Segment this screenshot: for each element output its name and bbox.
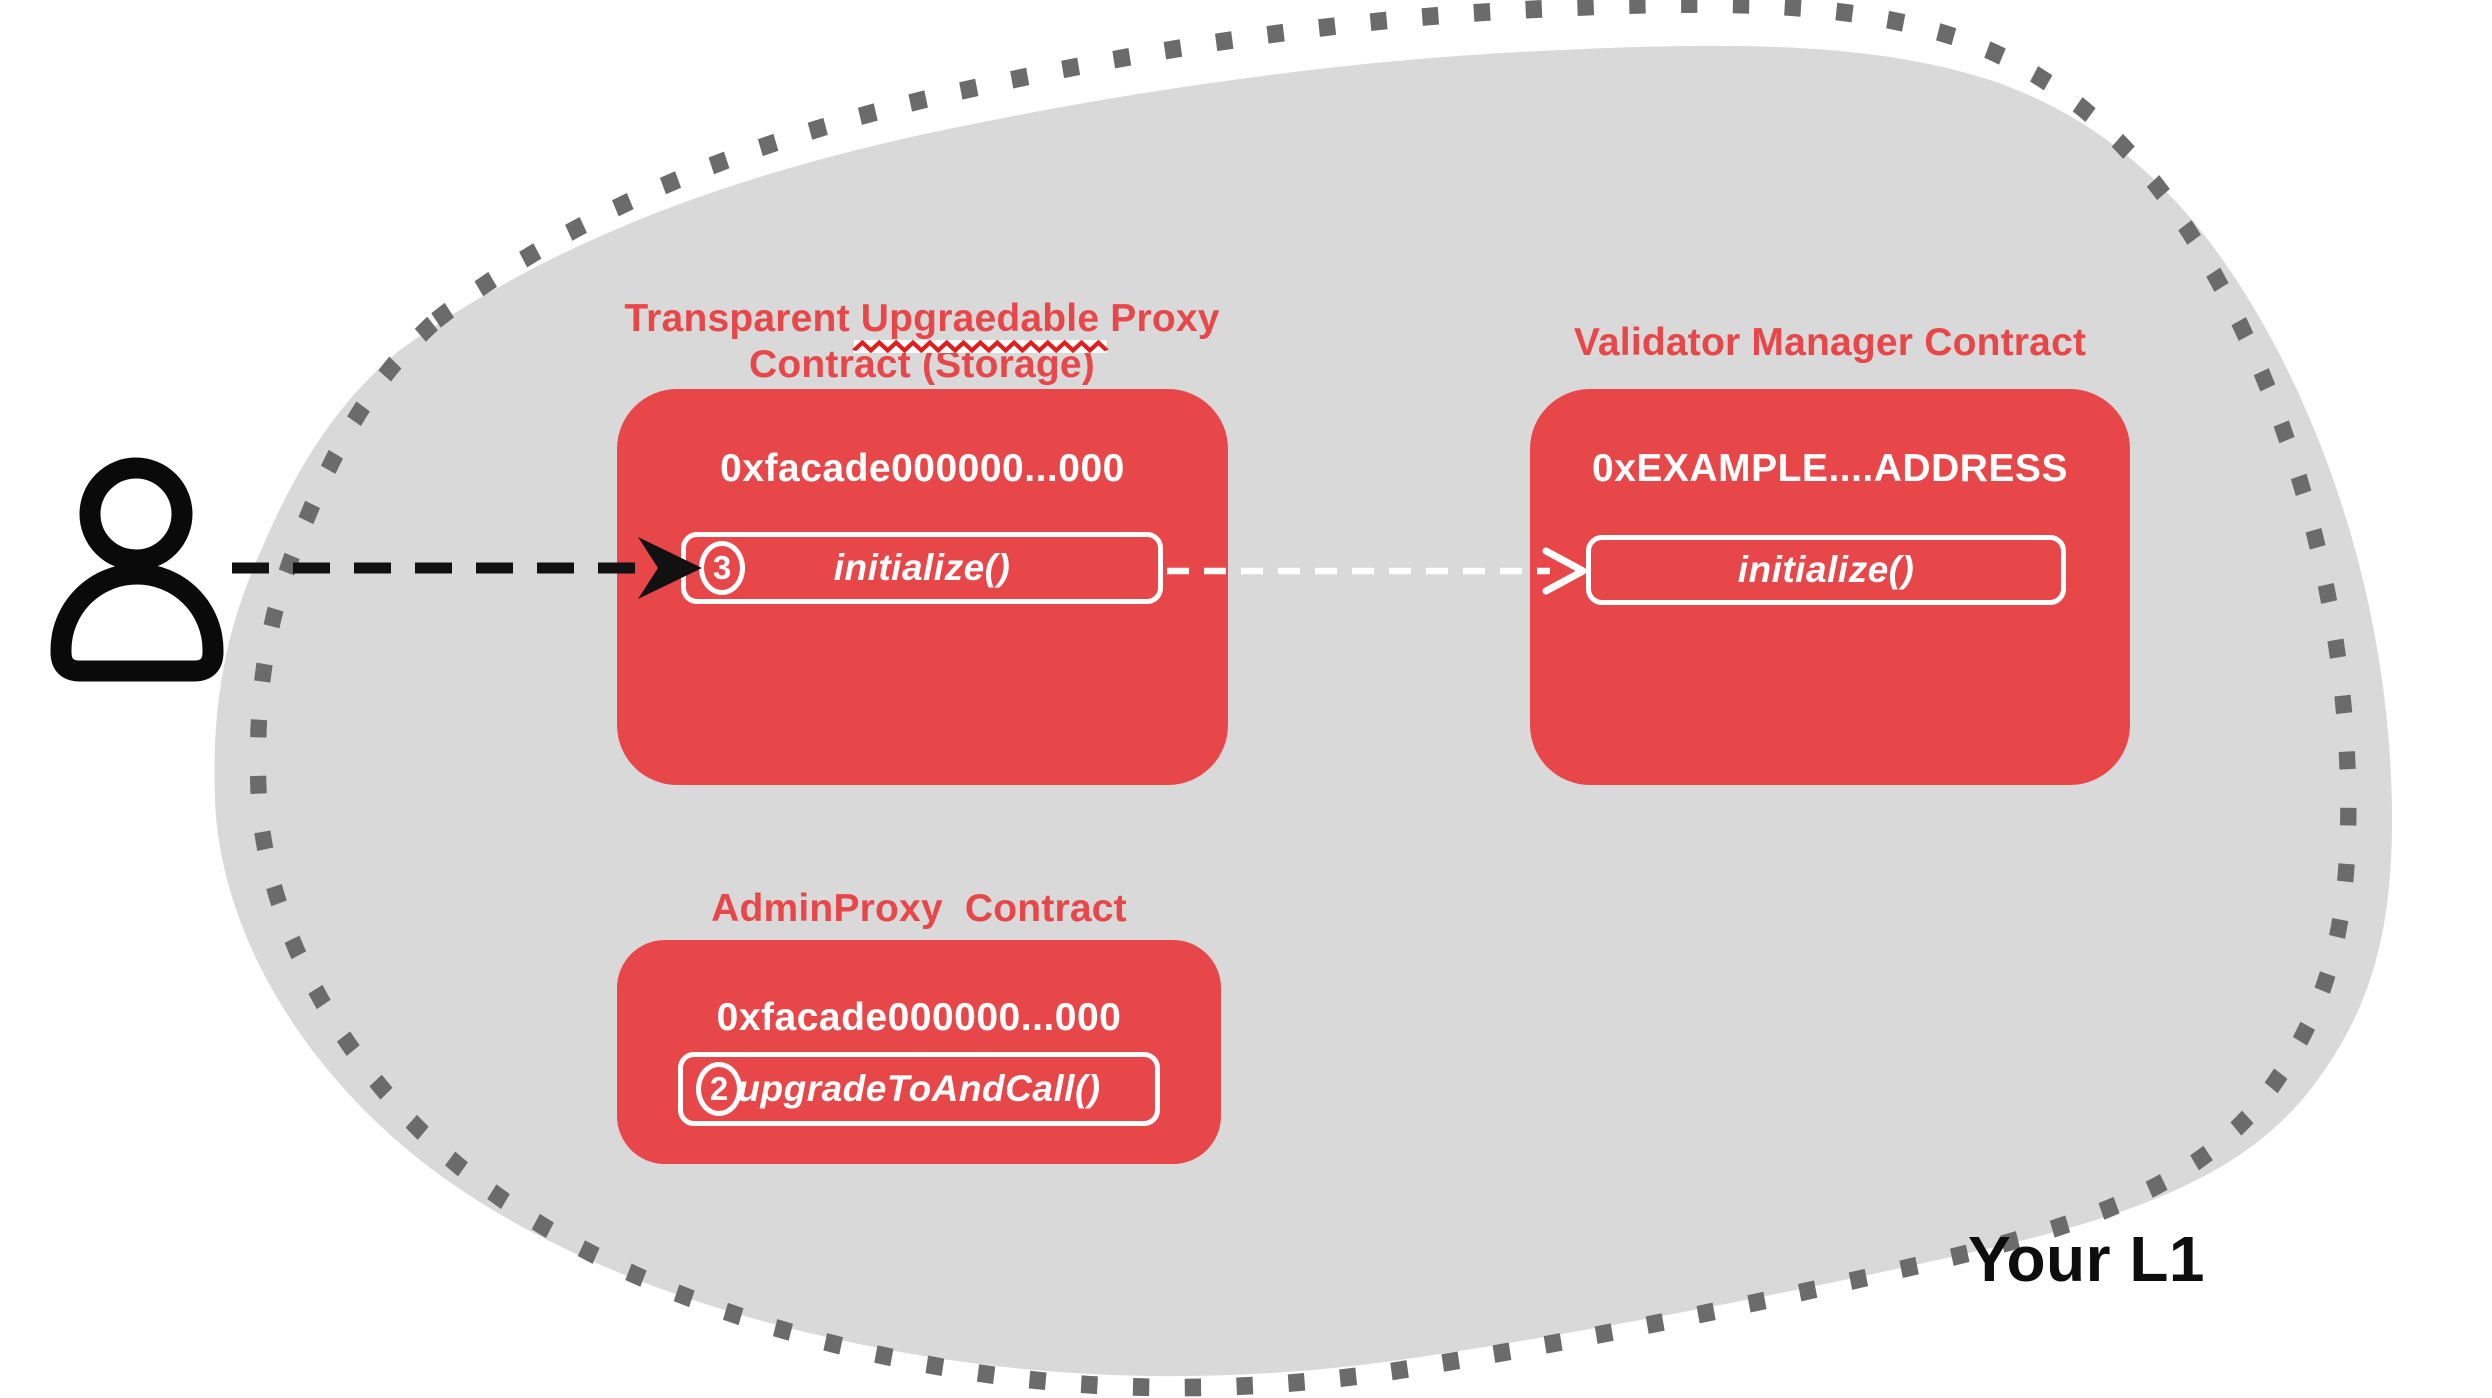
step-3-badge: 3 [699,541,745,595]
misspelled-word-wrapper: Upgraedable [851,296,1109,354]
user-icon [50,457,224,682]
proxy-initialize-pill: 3 initialize() [681,532,1163,604]
step-2-badge: 2 [696,1062,742,1116]
your-l1-label: Your L1 [1968,1223,2205,1295]
admin-upgrade-label: upgradeToAndCall() [737,1068,1101,1109]
spellcheck-squiggle [851,339,1109,354]
validator-manager-contract-box: 0xEXAMPLE....ADDRESS initialize() [1530,389,2130,785]
proxy-title-post: Proxy [1099,297,1220,340]
proxy-title-misspelled: Upgraedable [860,297,1100,340]
proxy-title-pre: Transparent [624,297,861,340]
admin-contract-address: 0xfacade000000...000 [716,996,1122,1039]
admin-proxy-contract-box: 0xfacade000000...000 2 upgradeToAndCall(… [617,940,1221,1164]
validator-contract-address: 0xEXAMPLE....ADDRESS [1592,447,2068,490]
l1-dotted-border [249,0,2357,1397]
transparent-proxy-contract-box: 0xfacade000000...000 3 initialize() [617,389,1228,785]
validator-initialize-pill: initialize() [1586,535,2066,605]
validator-initialize-label: initialize() [1737,549,1915,590]
proxy-initialize-label: initialize() [833,547,1011,588]
admin-upgrade-pill: 2 upgradeToAndCall() [678,1052,1160,1126]
validator-contract-title: Validator Manager Contract [1573,321,2087,364]
proxy-contract-title: Transparent Upgraedable Proxy Contract (… [572,296,1272,388]
admin-contract-title: AdminProxy Contract [711,887,1127,930]
proxy-contract-address: 0xfacade000000...000 [720,447,1125,490]
